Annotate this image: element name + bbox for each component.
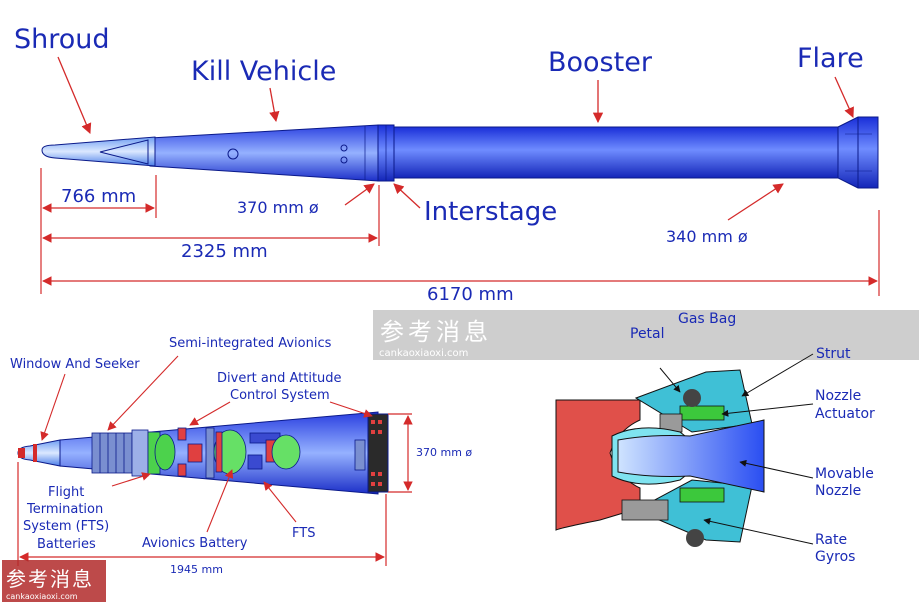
kill-vehicle-body bbox=[149, 124, 379, 182]
label-fts-line1: Flight bbox=[48, 485, 84, 500]
booster-body bbox=[391, 126, 841, 179]
label-interstage: Interstage bbox=[424, 197, 557, 227]
label-avionics-battery: Avionics Battery bbox=[142, 536, 248, 551]
dim-booster-diameter: 340 mm ø bbox=[666, 227, 748, 246]
label-fts-line2: Termination bbox=[26, 502, 103, 517]
dim-total-length: 6170 mm bbox=[427, 284, 514, 305]
label-movable-nozzle-line2: Nozzle bbox=[815, 483, 861, 499]
label-nozzle-actuator-line1: Nozzle bbox=[815, 388, 861, 404]
watermark-corner-chars: 参考消息 bbox=[6, 567, 94, 591]
dim-shroud-length: 766 mm bbox=[61, 186, 136, 207]
nozzle-detail bbox=[555, 369, 765, 547]
label-flare: Flare bbox=[797, 43, 864, 74]
label-dacs-line2: Control System bbox=[230, 388, 330, 403]
dim-kv-diameter: 370 mm ø bbox=[237, 198, 319, 217]
nozzle-detail-arrows bbox=[659, 353, 814, 545]
label-shroud: Shroud bbox=[14, 24, 110, 55]
top-label-arrows bbox=[57, 56, 854, 221]
dim-kv-detail-length: 1945 mm bbox=[170, 563, 223, 576]
label-strut: Strut bbox=[816, 346, 851, 362]
label-rate-gyros-line1: Rate bbox=[815, 532, 847, 548]
label-petal: Petal bbox=[630, 326, 665, 342]
label-kill-vehicle: Kill Vehicle bbox=[191, 56, 336, 87]
label-dacs-line1: Divert and Attitude bbox=[217, 371, 342, 386]
dim-kv-length: 2325 mm bbox=[181, 241, 268, 262]
kv-detail-arrows bbox=[40, 355, 373, 533]
label-nozzle-actuator-line2: Actuator bbox=[815, 406, 875, 422]
label-fts-line4: Batteries bbox=[37, 537, 96, 552]
label-gas-bag: Gas Bag bbox=[678, 311, 736, 327]
full-missile bbox=[41, 116, 879, 189]
watermark-corner-url: cankaoxiaoxi.com bbox=[6, 592, 78, 601]
watermark-band: 参考消息 cankaoxiaoxi.com bbox=[373, 310, 919, 360]
label-rate-gyros-line2: Gyros bbox=[815, 549, 855, 565]
watermark-chars: 参考消息 bbox=[380, 318, 492, 346]
kv-detail-dimensions bbox=[17, 413, 413, 566]
top-dimension-lines bbox=[40, 168, 880, 296]
label-fts: FTS bbox=[292, 526, 315, 541]
watermark-corner: 参考消息 cankaoxiaoxi.com bbox=[2, 560, 106, 602]
label-fts-line3: System (FTS) bbox=[23, 519, 109, 534]
label-movable-nozzle-line1: Movable bbox=[815, 466, 874, 482]
label-avionics: Semi-integrated Avionics bbox=[169, 336, 332, 351]
label-booster: Booster bbox=[548, 47, 653, 78]
label-window-seeker: Window And Seeker bbox=[10, 357, 140, 372]
watermark-url: cankaoxiaoxi.com bbox=[379, 348, 468, 359]
dim-kv-detail-diameter: 370 mm ø bbox=[416, 446, 472, 459]
kv-detail bbox=[17, 411, 389, 495]
